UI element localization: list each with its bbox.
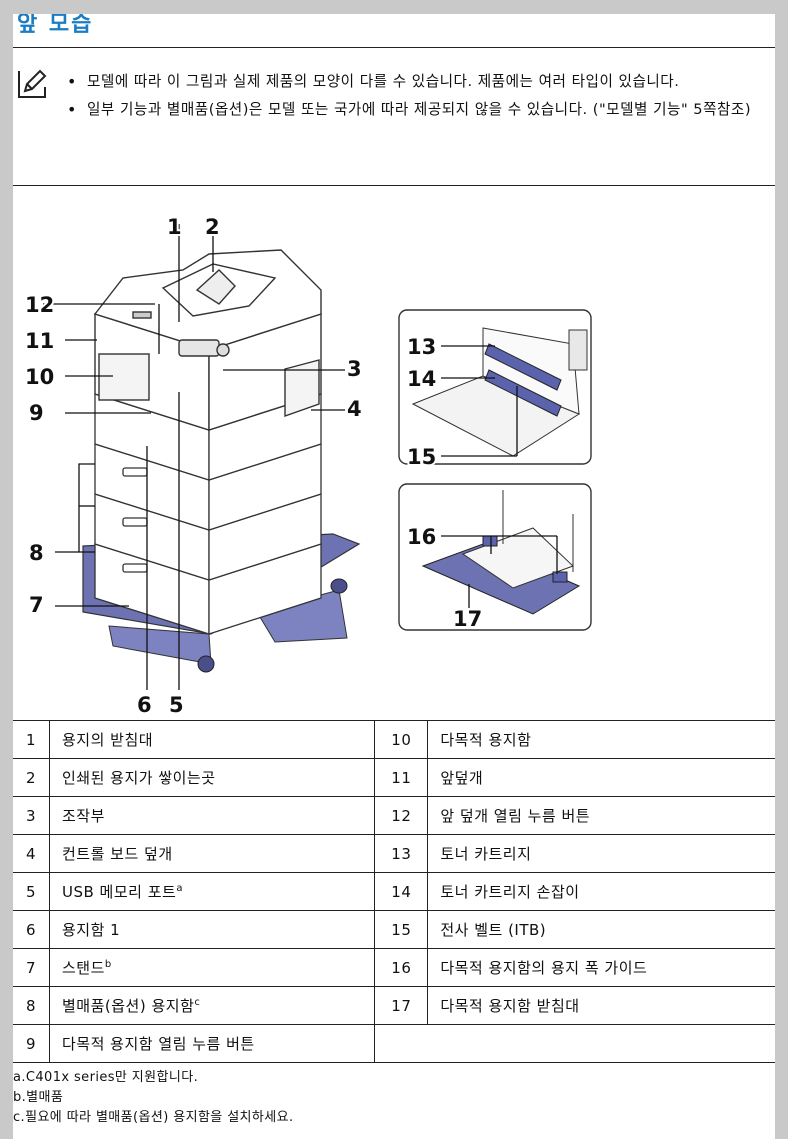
optional-trays bbox=[94, 393, 322, 635]
table-row: 2 인쇄된 용지가 쌓이는곳 11 앞덮개 bbox=[13, 758, 775, 797]
page-title: 앞 모습 bbox=[17, 14, 94, 37]
callout-11: 11 bbox=[25, 329, 54, 353]
callout-12: 12 bbox=[25, 293, 54, 317]
manual-page: 앞 모습 모델에 따라 이 그림과 실제 제품의 모양이 다를 수 있습니다. … bbox=[13, 14, 775, 1139]
footnotes: a.C401x series만 지원합니다. b.별매품 c.필요에 따라 별매… bbox=[13, 1068, 294, 1128]
note-rule bbox=[13, 185, 775, 186]
callout-7: 7 bbox=[29, 593, 44, 617]
callout-9: 9 bbox=[29, 401, 44, 425]
table-row: 4 컨트롤 보드 덮개 13 토너 카트리지 bbox=[13, 834, 775, 873]
inset-multipurpose-tray bbox=[398, 483, 592, 631]
table-row: 5 USB 메모리 포트a 14 토너 카트리지 손잡이 bbox=[13, 872, 775, 911]
callout-17: 17 bbox=[453, 607, 482, 631]
printer-body bbox=[93, 249, 322, 431]
callout-10: 10 bbox=[25, 365, 54, 389]
note-item: 일부 기능과 별매품(옵션)은 모델 또는 국가에 따라 제공되지 않을 수 있… bbox=[65, 98, 775, 122]
callout-13: 13 bbox=[407, 335, 436, 359]
callout-8: 8 bbox=[29, 541, 44, 565]
footnote-c: c.필요에 따라 별매품(옵션) 용지함을 설치하세요. bbox=[13, 1110, 294, 1125]
note-list: 모델에 따라 이 그림과 실제 제품의 모양이 다를 수 있습니다. 제품에는 … bbox=[65, 70, 775, 126]
table-row: 7 스탠드b 16 다목적 용지함의 용지 폭 가이드 bbox=[13, 948, 775, 987]
callout-4: 4 bbox=[347, 397, 362, 421]
table-row: 3 조작부 12 앞 덮개 열림 누름 버튼 bbox=[13, 796, 775, 835]
callout-2: 2 bbox=[205, 215, 220, 239]
title-rule bbox=[13, 47, 775, 48]
footnote-b: b.별매품 bbox=[13, 1090, 64, 1105]
parts-table: 1 용지의 받침대 10 다목적 용지함 2 인쇄된 용지가 쌓이는곳 11 앞… bbox=[13, 720, 775, 1063]
callout-5: 5 bbox=[169, 693, 184, 714]
table-row: 6 용지함 1 15 전사 벨트 (ITB) bbox=[13, 910, 775, 949]
footnote-a: a.C401x series만 지원합니다. bbox=[13, 1070, 199, 1085]
callout-3: 3 bbox=[347, 357, 362, 381]
callout-14: 14 bbox=[407, 367, 436, 391]
callout-6: 6 bbox=[137, 693, 152, 714]
note-pencil-icon bbox=[18, 69, 47, 98]
printer-front-illustration: 1 2 3 4 5 6 7 8 9 10 11 12 13 14 15 16 1… bbox=[23, 213, 592, 714]
table-row: 9 다목적 용지함 열림 누름 버튼 bbox=[13, 1024, 775, 1063]
table-row: 8 별매품(옵션) 용지함c 17 다목적 용지함 받침대 bbox=[13, 986, 775, 1025]
callout-15: 15 bbox=[407, 445, 436, 469]
callout-1: 1 bbox=[167, 215, 182, 239]
callout-16: 16 bbox=[407, 525, 436, 549]
leader-lines bbox=[43, 224, 558, 690]
inset-toner-area bbox=[398, 309, 592, 465]
note-item: 모델에 따라 이 그림과 실제 제품의 모양이 다를 수 있습니다. 제품에는 … bbox=[65, 70, 775, 94]
table-row: 1 용지의 받침대 10 다목적 용지함 bbox=[13, 720, 775, 759]
